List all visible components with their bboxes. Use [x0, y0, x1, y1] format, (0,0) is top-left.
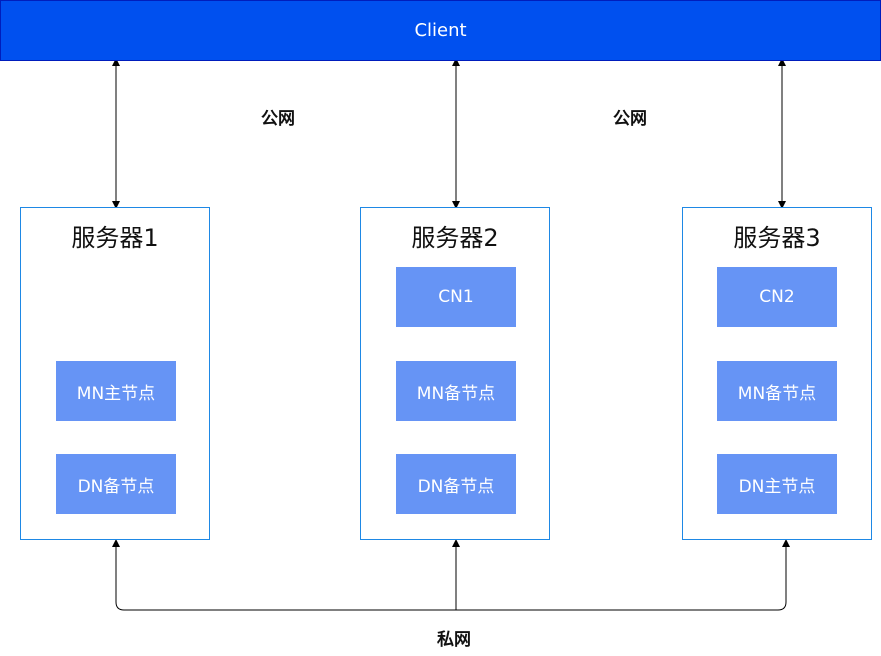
- server-1-node-mn-primary: MN主节点: [56, 361, 176, 421]
- public-network-label-right: 公网: [613, 109, 647, 129]
- server-3-node-cn2: CN2: [717, 267, 837, 327]
- server-2-node-cn1: CN1: [396, 267, 516, 327]
- server-3-node-mn-standby: MN备节点: [717, 361, 837, 421]
- server-1-node-dn-standby: DN备节点: [56, 454, 176, 514]
- public-network-label-left: 公网: [261, 109, 295, 129]
- server-2-box: 服务器2 CN1 MN备节点 DN备节点: [360, 207, 550, 540]
- server-2-node-dn-standby: DN备节点: [396, 454, 516, 514]
- client-box: Client: [0, 0, 881, 61]
- client-label: Client: [414, 20, 467, 41]
- private-network-label: 私网: [437, 630, 471, 650]
- server-1-title: 服务器1: [71, 224, 159, 252]
- server-2-title: 服务器2: [411, 224, 499, 252]
- server-1-box: 服务器1 MN主节点 DN备节点: [20, 207, 210, 540]
- server-2-node-mn-standby: MN备节点: [396, 361, 516, 421]
- private-bus: [112, 539, 790, 611]
- server-3-node-dn-primary: DN主节点: [717, 454, 837, 514]
- server-3-title: 服务器3: [733, 224, 821, 252]
- server-3-box: 服务器3 CN2 MN备节点 DN主节点: [682, 207, 872, 540]
